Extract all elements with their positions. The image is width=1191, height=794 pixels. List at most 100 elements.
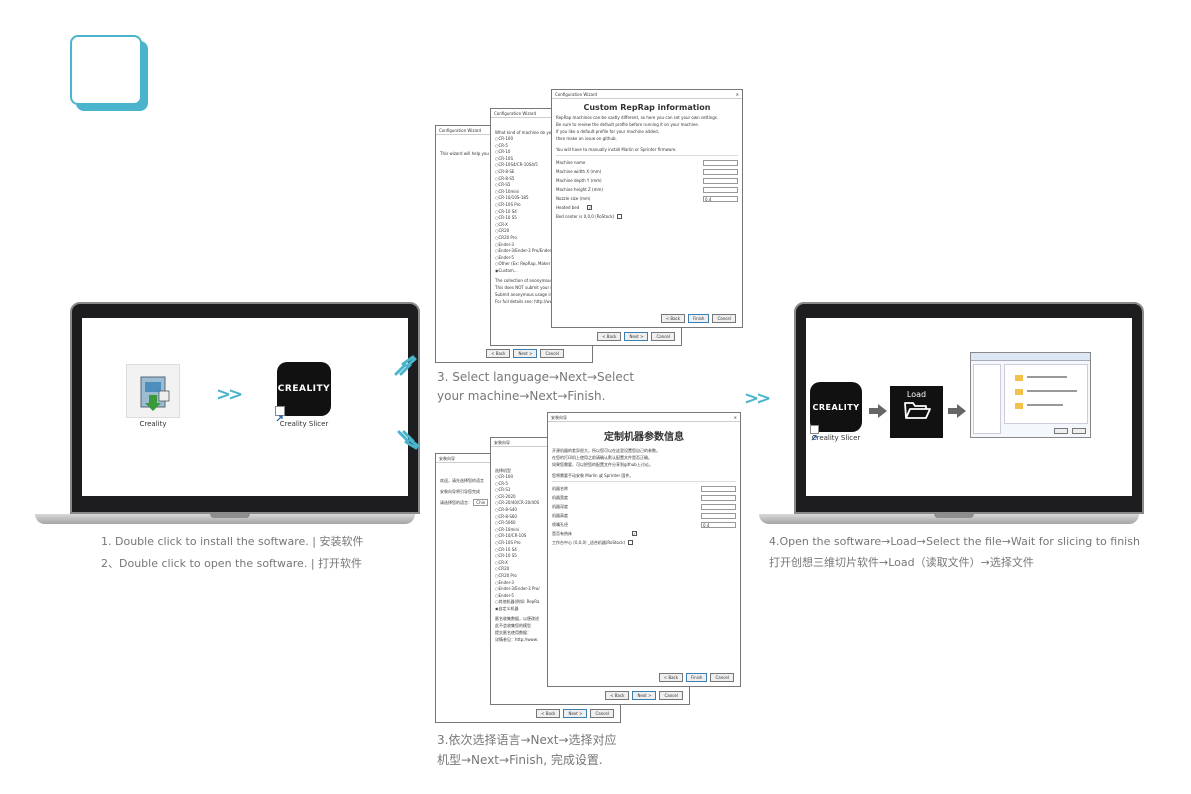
- machine-option-label: CR-10S: [498, 155, 513, 161]
- bed-center-checkbox[interactable]: [617, 214, 623, 219]
- intro-line: RepRap machines can be vastly different,…: [556, 115, 719, 120]
- cancel-button[interactable]: Cancel: [659, 691, 683, 700]
- field-input[interactable]: [703, 159, 738, 166]
- cancel-button[interactable]: [1072, 428, 1086, 434]
- machine-radio-option[interactable]: ○CR20: [495, 566, 510, 572]
- machine-radio-option[interactable]: ○CR-5: [495, 480, 508, 486]
- machine-radio-option[interactable]: ◉Custom...: [495, 267, 518, 273]
- back-button[interactable]: < Back: [660, 314, 686, 323]
- laptop-lid: Creality >> CREALITY Creality Slicer: [70, 302, 420, 514]
- machine-radio-option[interactable]: ○CR-10 S4: [495, 546, 517, 552]
- machine-radio-option[interactable]: ○CR20 Pro: [495, 234, 517, 240]
- cancel-button[interactable]: Cancel: [540, 349, 564, 358]
- machine-radio-option[interactable]: ○CR-8-SE: [495, 168, 515, 174]
- machine-radio-option[interactable]: ○CR-X: [495, 559, 508, 565]
- machine-radio-option[interactable]: ○CR-2020: [495, 493, 516, 499]
- field-input[interactable]: [701, 512, 736, 519]
- back-button[interactable]: < Back: [658, 673, 684, 682]
- field-label: 机器高度: [552, 513, 568, 518]
- machine-radio-option[interactable]: ○CR-10: [495, 149, 511, 155]
- machine-radio-option[interactable]: ○CR-5: [495, 142, 508, 148]
- machine-radio-option[interactable]: ○CR-8-S60: [495, 513, 517, 519]
- creality-app-label: Creality Slicer: [279, 420, 329, 428]
- load-button[interactable]: Load: [890, 386, 943, 438]
- installer-icon[interactable]: [126, 364, 180, 418]
- machine-radio-option[interactable]: ○CR-10S: [495, 155, 513, 161]
- field-input[interactable]: [701, 494, 736, 501]
- heated-bed-checkbox[interactable]: ✓: [632, 531, 637, 536]
- language-prompt: 请选择您的语言： Chin: [436, 499, 620, 506]
- finish-button[interactable]: Finish: [686, 673, 708, 682]
- machine-radio-option[interactable]: ○CR-S5: [495, 182, 511, 188]
- machine-notes: 匿名收集数据，以便改进此不会收集您的模型提交匿名使用数据：详情参见：http:/…: [491, 615, 689, 643]
- back-button[interactable]: < Back: [597, 332, 622, 341]
- machine-radio-option[interactable]: ○Ender-3: [495, 241, 514, 247]
- machine-radio-option[interactable]: ○CR-10/10S-185: [495, 195, 529, 201]
- machine-radio-option[interactable]: ○CR20 Pro: [495, 572, 517, 578]
- back-button[interactable]: < Back: [605, 691, 630, 700]
- intro-line: 您将需要手动安装 Marlin 或 Sprinter 固件。: [552, 473, 634, 478]
- field-input[interactable]: [703, 168, 738, 175]
- machine-radio-option[interactable]: ○CR-8-S40: [495, 506, 517, 512]
- machine-radio-option[interactable]: ◉自定义机器: [495, 605, 519, 611]
- machine-radio-option[interactable]: ○CR-100: [495, 136, 513, 141]
- machine-radio-option[interactable]: ○CR-10S Pro: [495, 201, 521, 207]
- machine-radio-option[interactable]: ○Ender-3/Ender-3 Pro/: [495, 586, 540, 592]
- next-button[interactable]: Next >: [624, 332, 649, 341]
- close-icon[interactable]: ✕: [733, 415, 737, 420]
- cancel-button[interactable]: Cancel: [710, 673, 734, 682]
- machine-option-label: CR-10: [498, 149, 511, 155]
- back-button[interactable]: < Back: [486, 349, 511, 358]
- machine-radio-option[interactable]: ○CR-10mini: [495, 188, 520, 194]
- machine-radio-option[interactable]: ○Ender-3: [495, 579, 514, 585]
- close-icon[interactable]: ✕: [735, 92, 739, 97]
- form-row: Machine width X (mm): [552, 167, 742, 176]
- machine-radio-option[interactable]: ○Other (Ex: RepRap, Maker: [495, 261, 551, 267]
- cancel-button[interactable]: Cancel: [590, 709, 614, 718]
- machine-radio-option[interactable]: ○CR-10mini: [495, 526, 520, 532]
- heated-bed-checkbox[interactable]: ✓: [587, 205, 593, 210]
- machine-radio-option[interactable]: ○CR-S1: [495, 487, 511, 493]
- machine-radio-option[interactable]: ○CR-100: [495, 474, 513, 479]
- open-button[interactable]: [1054, 428, 1068, 434]
- machine-radio-option[interactable]: ○CR-10S4/CR-10S4/5: [495, 162, 538, 168]
- field-input[interactable]: [701, 485, 736, 492]
- machine-radio-option[interactable]: ○CR-8-S5: [495, 175, 515, 181]
- language-select[interactable]: Chin: [473, 499, 489, 506]
- machine-radio-option[interactable]: ○Ender-5: [495, 592, 514, 598]
- machine-radio-option[interactable]: ○CR-5060: [495, 520, 516, 526]
- field-input[interactable]: [703, 177, 738, 184]
- next-button[interactable]: Next >: [513, 349, 538, 358]
- field-input[interactable]: 0.4: [701, 521, 736, 528]
- machine-radio-option[interactable]: ○Ender-3/Ender-3 Pro/Ender: [495, 248, 552, 254]
- cancel-button[interactable]: Cancel: [712, 314, 736, 323]
- machine-radio-option[interactable]: ○CR-20/40/CR-20/40S: [495, 500, 540, 506]
- laptop-notch: [934, 514, 974, 518]
- creality-app-label: Creality Slicer: [811, 434, 861, 442]
- machine-option-label: CR-X: [498, 559, 508, 565]
- machine-radio-option[interactable]: ○CR-10 S5: [495, 215, 517, 221]
- machine-radio-option[interactable]: ○CR-10 S4: [495, 208, 517, 214]
- machine-radio-option[interactable]: ○CR-10/CR-10S: [495, 533, 527, 539]
- machine-radio-option[interactable]: ○Ender-5: [495, 254, 514, 260]
- next-button[interactable]: Next >: [563, 709, 588, 718]
- machine-radio-option[interactable]: ○CR-10 S5: [495, 553, 517, 559]
- back-button[interactable]: < Back: [536, 709, 561, 718]
- machine-radio-option[interactable]: ○CR20: [495, 228, 510, 234]
- creality-app-icon[interactable]: CREALITY: [277, 362, 331, 416]
- creality-app-icon[interactable]: CREALITY: [810, 382, 862, 432]
- field-input[interactable]: [701, 503, 736, 510]
- machine-radio-option[interactable]: ○CR-X: [495, 221, 508, 227]
- field-input[interactable]: 0.4: [703, 195, 738, 202]
- machine-option-label: CR-10S Pro: [498, 539, 521, 545]
- next-button[interactable]: Next >: [632, 691, 657, 700]
- bed-center-checkbox[interactable]: [628, 540, 634, 545]
- form-row: 机器宽度: [548, 493, 740, 502]
- machine-radio-option[interactable]: ○其他机器(例如: RepRa: [495, 599, 540, 605]
- cancel-button[interactable]: Cancel: [651, 332, 675, 341]
- field-input[interactable]: [703, 186, 738, 193]
- finish-button[interactable]: Finish: [688, 314, 710, 323]
- machine-radio-option[interactable]: ○CR-10S Pro: [495, 539, 521, 545]
